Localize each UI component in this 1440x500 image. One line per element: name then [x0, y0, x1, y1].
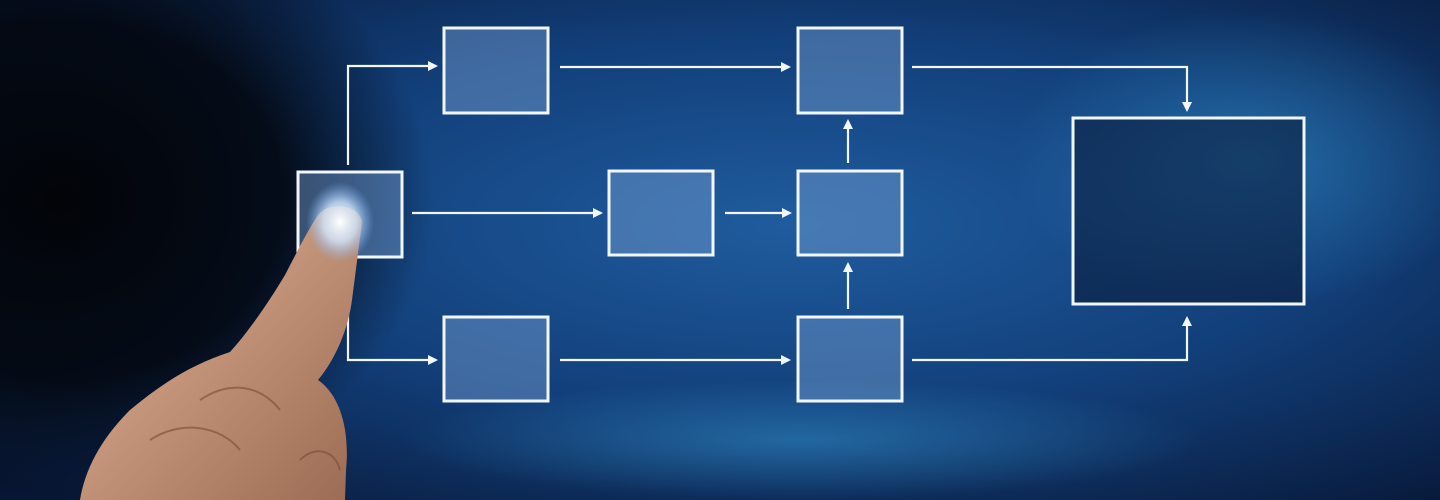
finger-glow-icon: [306, 182, 374, 262]
node-top-1[interactable]: [442, 26, 550, 115]
node-bottom-1[interactable]: [442, 315, 550, 403]
pointing-hand: [80, 182, 374, 500]
node-top-2[interactable]: [796, 26, 904, 115]
arrow-top2-end: [912, 65, 1192, 112]
node-middle-1[interactable]: [607, 169, 715, 257]
arrow-start-top1: [346, 61, 438, 165]
node-end[interactable]: [1071, 116, 1306, 306]
arrow-bottom2-end: [912, 316, 1192, 362]
node-middle-2[interactable]: [796, 169, 904, 257]
node-bottom-2[interactable]: [796, 315, 904, 403]
